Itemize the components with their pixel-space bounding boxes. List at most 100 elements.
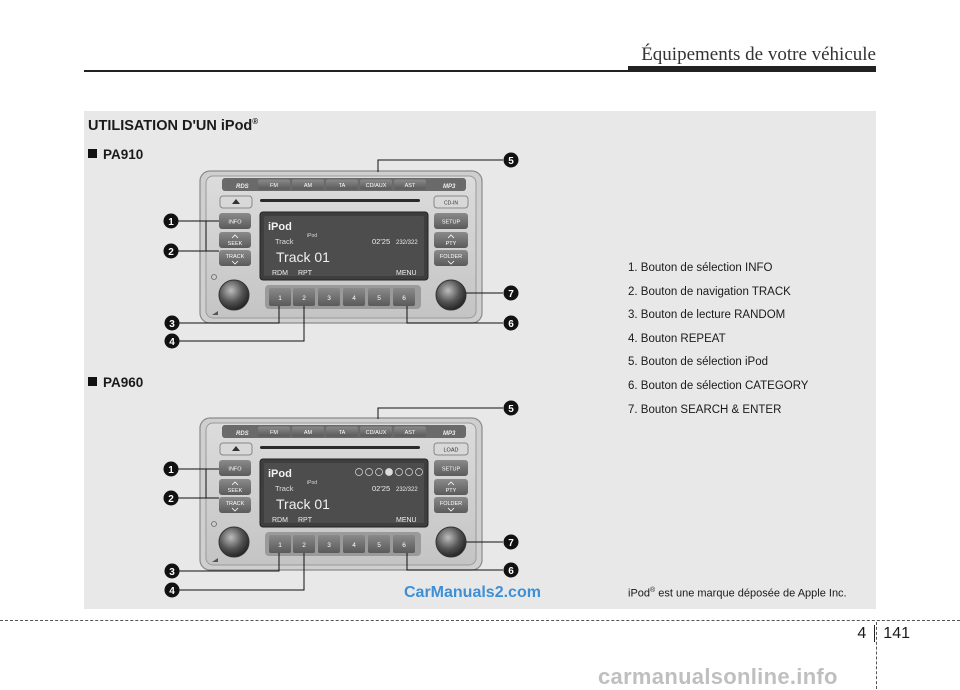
preset-1[interactable]: 1 [269, 288, 291, 306]
svg-text:6: 6 [402, 295, 406, 302]
callout-6-pa960: 6 [503, 562, 519, 578]
top-button-cd-aux[interactable]: CD/AUX [360, 179, 392, 190]
top-button-ast[interactable]: AST [394, 426, 426, 437]
callout-3-pa960: 3 [164, 563, 180, 579]
footer-vertical-cut-line [876, 622, 877, 689]
top-button-fm[interactable]: FM [258, 426, 290, 437]
callout-6-pa910: 6 [503, 315, 519, 331]
page-header-title: Équipements de votre véhicule [641, 44, 876, 65]
model-label-pa960: PA960 [88, 375, 143, 390]
watermark-carmanualsonline[interactable]: carmanualsonline.info [598, 664, 838, 689]
preset-6[interactable]: 6 [393, 535, 415, 553]
top-button-cd-aux[interactable]: CD/AUX [360, 426, 392, 437]
preset-3[interactable]: 3 [318, 535, 340, 553]
search-enter-knob[interactable] [435, 526, 467, 558]
volume-knob[interactable] [218, 526, 250, 558]
callout-3-pa910: 3 [164, 315, 180, 331]
square-bullet-icon [88, 377, 97, 386]
cd-slot [260, 446, 420, 449]
top-button-am[interactable]: AM [292, 179, 324, 190]
pty-button[interactable]: PTY [434, 232, 468, 248]
leader-lines [177, 159, 503, 591]
svg-text:FOLDER: FOLDER [440, 254, 462, 260]
folder-button[interactable]: FOLDER [434, 497, 468, 513]
mp3-logo: MP3 [443, 431, 456, 437]
svg-text:1: 1 [278, 295, 282, 302]
lcd-menu: MENU [396, 517, 417, 524]
lcd-rdm: RDM [272, 270, 288, 277]
rds-logo: RDS [236, 184, 249, 190]
volume-icon [212, 311, 218, 315]
svg-text:3: 3 [169, 319, 175, 330]
lcd-source: iPod [268, 468, 292, 480]
preset-4[interactable]: 4 [343, 535, 365, 553]
seek-button[interactable]: SEEK [219, 232, 251, 248]
svg-text:6: 6 [402, 542, 406, 549]
svg-text:SEEK: SEEK [228, 488, 243, 494]
volume-knob[interactable] [218, 279, 250, 311]
preset-3[interactable]: 3 [318, 288, 340, 306]
svg-text:6: 6 [508, 566, 514, 577]
pty-button[interactable]: PTY [434, 479, 468, 495]
svg-text:5: 5 [508, 156, 514, 167]
feature-item: 2. Bouton de navigation TRACK [628, 285, 791, 298]
power-icon [211, 274, 217, 280]
lcd-rpt: RPT [298, 517, 313, 524]
search-enter-knob[interactable] [435, 279, 467, 311]
preset-5[interactable]: 5 [368, 288, 390, 306]
svg-text:AM: AM [304, 183, 313, 189]
top-button-ta[interactable]: TA [326, 426, 358, 437]
preset-2[interactable]: 2 [293, 535, 315, 553]
mp3-logo: MP3 [443, 184, 456, 190]
eject-icon [232, 199, 240, 204]
top-button-am[interactable]: AM [292, 426, 324, 437]
svg-text:SETUP: SETUP [442, 220, 461, 226]
svg-text:TRACK: TRACK [226, 501, 245, 507]
track-button[interactable]: TRACK [219, 497, 251, 513]
preset-1[interactable]: 1 [269, 535, 291, 553]
callout-1-pa910: 1 [163, 213, 179, 229]
load-button[interactable]: LOAD [433, 442, 469, 456]
svg-text:4: 4 [352, 295, 356, 302]
info-button[interactable]: INFO [219, 460, 251, 476]
preset-2[interactable]: 2 [293, 288, 315, 306]
top-button-ast[interactable]: AST [394, 179, 426, 190]
lcd-track-count: 232/322 [396, 487, 418, 493]
preset-6[interactable]: 6 [393, 288, 415, 306]
preset-5[interactable]: 5 [368, 535, 390, 553]
svg-text:FM: FM [270, 430, 278, 436]
chapter-number: 4 [857, 625, 876, 642]
track-button[interactable]: TRACK [219, 250, 251, 266]
lcd-sub-label: iPod [307, 233, 317, 239]
svg-text:LOAD: LOAD [444, 448, 459, 454]
svg-text:3: 3 [327, 542, 331, 549]
lcd-track-count: 232/322 [396, 240, 418, 246]
section-title: UTILISATION D'UN iPod® [88, 117, 259, 134]
lcd-source: iPod [268, 221, 292, 233]
top-button-fm[interactable]: FM [258, 179, 290, 190]
eject-button[interactable] [219, 442, 253, 456]
seek-button[interactable]: SEEK [219, 479, 251, 495]
folder-button[interactable]: FOLDER [434, 250, 468, 266]
info-button[interactable]: INFO [219, 213, 251, 229]
setup-button[interactable]: SETUP [434, 460, 468, 476]
callout-4-pa910: 4 [164, 333, 180, 349]
svg-text:CD/AUX: CD/AUX [366, 183, 387, 189]
svg-text:TRACK: TRACK [226, 254, 245, 260]
setup-button[interactable]: SETUP [434, 213, 468, 229]
cd-in-button[interactable]: CD-IN [433, 195, 469, 209]
feature-item: 3. Bouton de lecture RANDOM [628, 309, 786, 322]
lcd-track-label: Track [275, 484, 294, 493]
preset-4[interactable]: 4 [343, 288, 365, 306]
watermark-carmanuals2[interactable]: CarManuals2.com [404, 584, 541, 601]
callout-7-pa960: 7 [503, 534, 519, 550]
header-rule [84, 70, 876, 72]
svg-text:PTY: PTY [446, 488, 457, 494]
eject-button[interactable] [219, 195, 253, 209]
top-button-ta[interactable]: TA [326, 179, 358, 190]
svg-text:3: 3 [169, 567, 175, 578]
svg-text:CD-IN: CD-IN [444, 201, 458, 207]
svg-text:CD/AUX: CD/AUX [366, 430, 387, 436]
radio-pa960: RDS FM AM TA CD/AUX AST MP3 LOAD INFO SE… [199, 417, 483, 571]
lcd-track-label: Track [275, 237, 294, 246]
